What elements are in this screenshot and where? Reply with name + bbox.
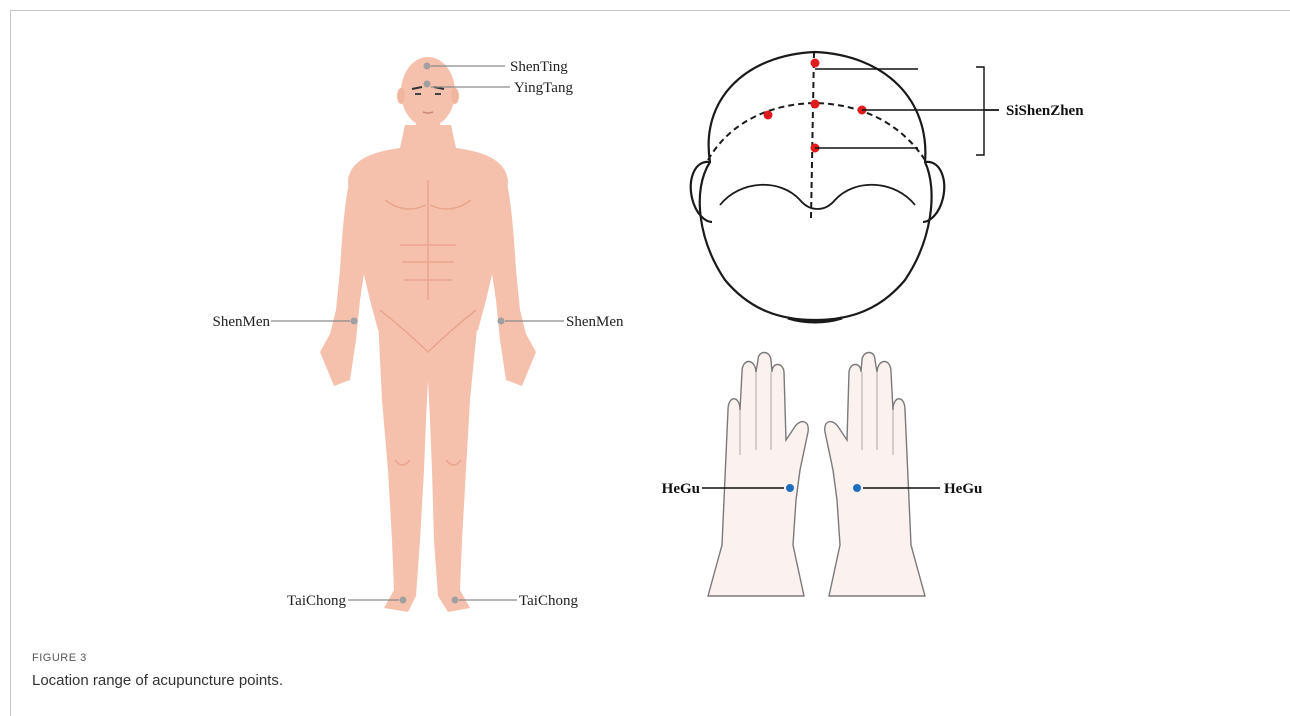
shenting-label: ShenTing [510,59,568,75]
figure-number: FIGURE 3 [32,652,87,664]
shenmen-left-label: ShenMen [213,314,271,330]
head-neck-line [720,185,915,209]
head-acupoints [764,59,867,153]
figure-caption: Location range of acupuncture points. [32,672,283,689]
shenmen-right-label: ShenMen [566,314,624,330]
sishenzhen-point-center [811,100,820,109]
taichong-left-point [400,597,407,604]
sishenzhen-point-left [764,111,773,120]
head-diagram [691,52,944,322]
head-leader-lines [815,67,999,155]
hands-diagram [708,353,925,597]
taichong-right-point [452,597,459,604]
sishenzhen-bracket [976,67,999,155]
left-hand [708,353,808,597]
yingtang-label: YingTang [514,80,573,96]
head-midline [811,52,814,218]
shenmen-right-point [498,318,505,325]
head-right-ear [923,162,944,222]
hegu-right-point [853,484,861,492]
sishenzhen-point-front [811,59,820,68]
right-hand [825,353,925,597]
body-right-arm [486,170,536,386]
body-figure [320,57,536,612]
body-ear-right [451,88,459,104]
shenmen-left-point [351,318,358,325]
sishenzhen-label: SiShenZhen [1006,103,1084,119]
body-ear-left [397,88,405,104]
shenting-point [424,63,431,70]
hegu-left-point [786,484,794,492]
yingtang-point [424,81,431,88]
head-outline [700,52,932,320]
body-left-arm [320,170,370,386]
hegu-right-label: HeGu [944,481,982,497]
taichong-right-label: TaiChong [519,593,578,609]
body-legs [378,318,478,612]
hegu-left-label: HeGu [662,481,700,497]
taichong-left-label: TaiChong [287,593,346,609]
acupuncture-figure: ShenTing YingTang ShenMen ShenMen TaiCho… [0,0,1290,650]
head-left-ear [691,162,712,222]
